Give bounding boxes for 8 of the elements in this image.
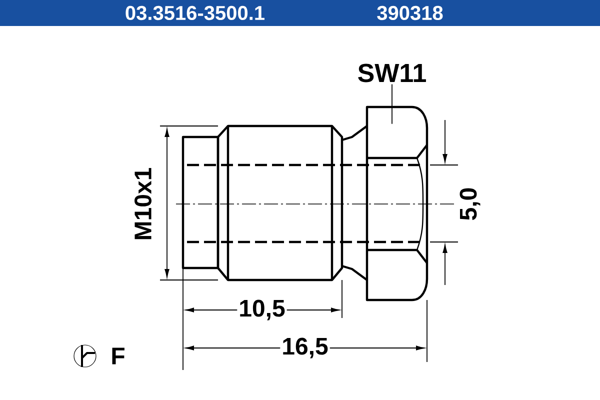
- symbol-label: F: [109, 346, 127, 366]
- header-band: 03.3516-3500.1 390318: [0, 0, 600, 26]
- dimension-label: 5,0: [458, 186, 482, 222]
- dimension-label: 16,5: [280, 336, 330, 360]
- dimension-label: M10x1: [133, 166, 153, 242]
- size-label: SW11: [358, 64, 426, 82]
- dimension-label: 10,5: [237, 298, 287, 322]
- hex-head-drawing: [366, 106, 428, 302]
